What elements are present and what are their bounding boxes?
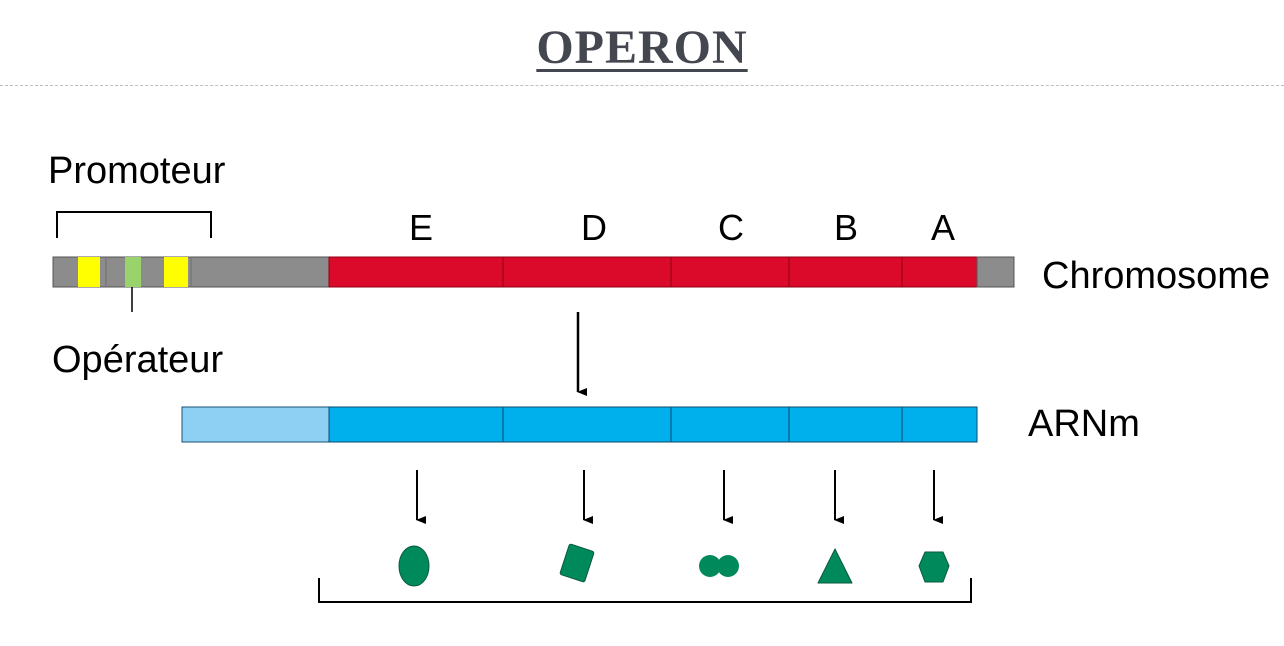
gene-label-e: E xyxy=(409,207,433,248)
circle-icon xyxy=(398,545,430,587)
promoter-box-2 xyxy=(164,257,188,287)
mrna-d-segment xyxy=(502,406,672,443)
gene-label-a: A xyxy=(931,207,955,248)
page-title: OPERON xyxy=(536,21,748,74)
gene-c-segment xyxy=(670,256,790,288)
dumbbell-icon xyxy=(699,555,739,577)
gene-b-segment xyxy=(788,256,903,288)
mrna-e-segment xyxy=(328,406,504,443)
gene-label-b: B xyxy=(834,207,858,248)
gene-label-d: D xyxy=(581,207,607,248)
gene-label-c: C xyxy=(718,207,744,248)
mrna-b-segment xyxy=(788,406,903,443)
hexagon-icon xyxy=(918,551,950,583)
gene-a-segment xyxy=(901,256,978,288)
mrna-leader-segment xyxy=(181,406,330,443)
chromosome-label: Chromosome xyxy=(1042,255,1270,297)
mrna-label: ARNm xyxy=(1028,403,1140,445)
promoter-bracket xyxy=(56,211,212,238)
gene-d-segment xyxy=(502,256,672,288)
square-icon xyxy=(559,543,595,583)
chromosome-end-region xyxy=(976,256,1015,288)
promoter-box-1 xyxy=(78,257,100,287)
title-divider xyxy=(0,85,1284,86)
operator-label: Opérateur xyxy=(52,339,223,381)
protein-bracket xyxy=(318,578,972,603)
gene-e-segment xyxy=(328,256,504,288)
promoter-label: Promoteur xyxy=(48,150,226,192)
triangle-icon xyxy=(817,548,853,584)
mrna-a-segment xyxy=(901,406,978,443)
mrna-c-segment xyxy=(670,406,790,443)
operator-box xyxy=(125,257,141,287)
